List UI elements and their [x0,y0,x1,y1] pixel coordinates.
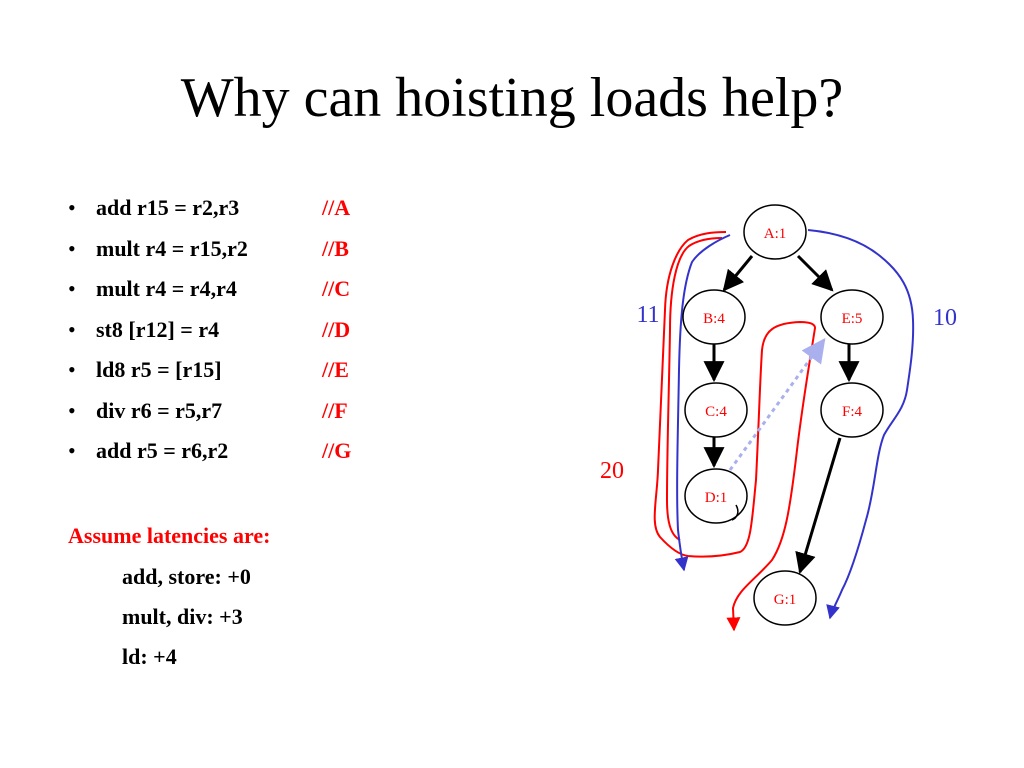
code-comment: //B [322,235,349,261]
node-label: E:5 [842,311,863,327]
node-label: D:1 [705,490,728,506]
latency-item: mult, div: +3 [122,604,243,629]
path-label-left: 11 [636,302,659,328]
slide-title: Why can hoisting loads help? [180,67,844,129]
bullet-icon: • [68,357,76,382]
node-g: G:1 [753,570,817,626]
dotted-edge-d-e [728,338,826,471]
bullet-icon: • [68,235,76,261]
node-label: B:4 [703,311,725,327]
code-comment: //C [322,276,351,301]
edge-a-b [722,255,754,292]
node-label: C:4 [705,404,727,420]
d-hook-arrow [731,504,739,521]
path-right-blue [807,229,915,620]
code-comment: //D [322,316,351,342]
code-comment: //F [322,397,348,423]
node-c: C:4 [684,382,748,438]
code-instruction: mult r4 = r15,r2 [96,235,248,261]
edge-f-g [795,437,842,575]
code-instruction: add r5 = r6,r2 [96,438,229,463]
path-label-middle: 20 [600,458,624,484]
code-comment: //E [322,357,349,382]
node-d: D:1 [684,468,748,524]
bullet-icon: • [68,316,76,342]
node-f: F:4 [820,382,884,438]
edge-a-e [796,254,834,292]
code-instruction: div r6 = r5,r7 [96,397,223,423]
code-comment: //A [322,195,351,220]
latency-item: ld: +4 [122,644,177,669]
bullet-icon: • [68,397,76,423]
bullet-icon: • [68,195,76,220]
node-label: G:1 [774,592,797,608]
critical-path-left-inner [665,237,723,541]
node-label: A:1 [764,226,787,242]
latency-item: add, store: +0 [122,564,251,589]
node-a: A:1 [743,204,807,260]
latency-heading: Assume latencies are: [68,523,271,548]
code-instruction: add r15 = r2,r3 [96,195,240,220]
node-label: F:4 [842,404,863,420]
code-comment: //G [322,438,352,463]
bullet-icon: • [68,276,76,301]
critical-path-left [653,231,817,632]
code-instruction: st8 [r12] = r4 [96,316,220,342]
code-instruction: mult r4 = r4,r4 [96,276,237,301]
node-b: B:4 [682,289,746,345]
code-instruction: ld8 r5 = [r15] [96,357,222,382]
path-left-blue [674,234,731,572]
path-label-right: 10 [933,305,957,331]
bullet-icon: • [68,438,76,463]
node-e: E:5 [820,289,884,345]
